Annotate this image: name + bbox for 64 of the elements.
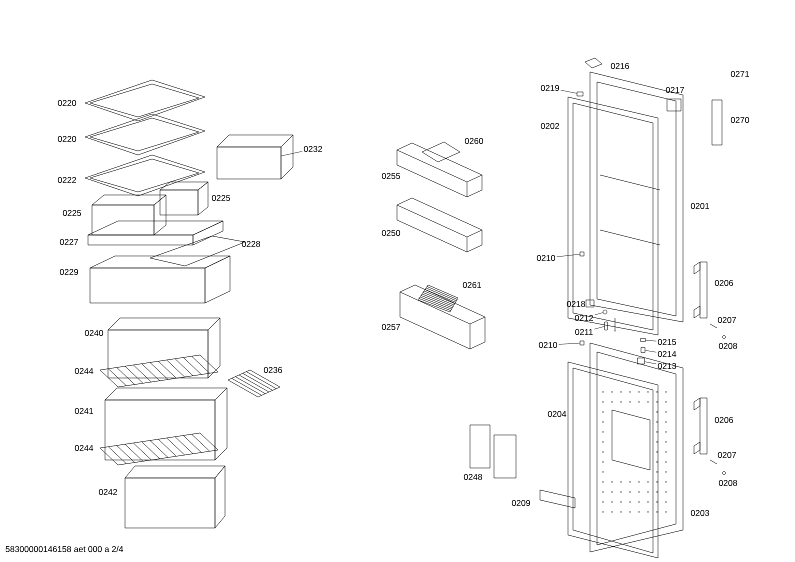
document-number: 58300000146158 aet 000 a 2/4 [6, 546, 124, 552]
callout-number: 0216 [610, 63, 630, 69]
leader-line [646, 340, 656, 342]
small-part-drawing [604, 322, 608, 330]
callout-number: 0248 [464, 474, 482, 480]
callout-number: 0271 [730, 71, 750, 77]
callout-number: 0228 [242, 240, 260, 247]
leader-line [281, 151, 302, 156]
callout-number: 0215 [658, 338, 676, 345]
callout-number: 0208 [718, 342, 738, 349]
leader-line [645, 350, 656, 352]
callout-number: 0255 [382, 172, 400, 179]
small-part-drawing [602, 310, 608, 314]
callout-number: 0219 [540, 85, 560, 91]
callout-number: 0207 [718, 452, 736, 458]
callout-number: 0202 [540, 123, 560, 129]
callout-number: 0244 [74, 444, 94, 451]
callout-number: 0242 [98, 488, 118, 495]
callout-number: 0220 [58, 136, 76, 142]
callout-number: 0220 [58, 100, 76, 106]
callout-number: 0225 [212, 194, 230, 201]
callout-number: 0229 [60, 268, 78, 275]
leader-line [594, 312, 604, 316]
callout-number: 0212 [574, 314, 594, 321]
callout-number: 0201 [690, 203, 710, 209]
small-part-drawing [580, 340, 584, 346]
callout-number: 0210 [536, 254, 556, 261]
callout-number: 0208 [718, 480, 738, 486]
small-part-drawing [640, 347, 646, 353]
callout-number: 0222 [58, 176, 76, 183]
leader-line [594, 326, 605, 330]
callout-number: 0204 [548, 410, 566, 417]
callout-number: 0261 [462, 282, 482, 288]
small-part-drawing [640, 338, 646, 342]
callout-number: 0213 [658, 362, 676, 369]
callout-number: 0206 [714, 416, 734, 423]
leader-line [644, 362, 656, 364]
callout-number: 0225 [62, 210, 82, 216]
callout-number: 0217 [666, 87, 684, 93]
leader-line [558, 342, 580, 345]
callout-number: 0260 [464, 138, 484, 144]
callout-number: 0241 [74, 408, 94, 414]
callout-number: 0206 [714, 280, 734, 286]
callout-number: 0214 [658, 350, 676, 357]
crisper-box-drawing [216, 134, 294, 180]
callout-number: 0236 [264, 366, 282, 373]
callout-number: 0227 [60, 238, 78, 245]
callout-number: 0210 [538, 342, 558, 348]
callout-number: 0232 [304, 146, 322, 152]
callout-number: 0270 [730, 117, 750, 123]
leader-line [560, 90, 577, 94]
callout-number: 0203 [690, 510, 710, 516]
callout-number: 0209 [512, 500, 530, 506]
callout-number: 0257 [382, 324, 400, 330]
callout-number: 0244 [74, 368, 94, 374]
leader-line [556, 254, 580, 257]
small-part-drawing [580, 252, 584, 256]
callout-number: 0250 [382, 230, 400, 236]
small-part-drawing [576, 92, 584, 96]
callout-number: 0211 [575, 328, 593, 335]
callout-number: 0218 [566, 300, 586, 307]
callout-number: 0240 [84, 330, 104, 336]
small-part-drawing [637, 358, 645, 364]
callout-number: 0207 [718, 316, 736, 323]
